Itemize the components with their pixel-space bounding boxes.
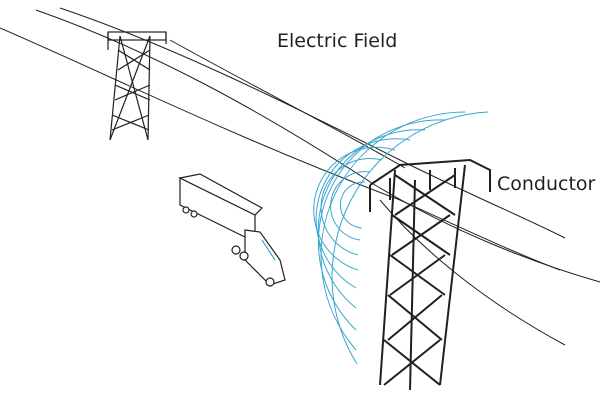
far-tower [107, 31, 167, 141]
field-arc [320, 158, 383, 256]
field-arc [313, 146, 396, 271]
electric-field-arcs [313, 111, 489, 365]
conductor-label: Conductor [497, 173, 596, 195]
conductor-line [379, 199, 566, 346]
field-arc [330, 171, 371, 241]
electric-field-label: Electric Field [277, 30, 398, 52]
conductor-line [35, 9, 601, 283]
near-tower [369, 158, 491, 391]
field-arc [331, 111, 489, 365]
conductor-line [169, 39, 406, 169]
conductor-line [0, 27, 561, 271]
field-arc [320, 111, 466, 351]
field-arc [317, 119, 446, 331]
truck [178, 173, 286, 287]
field-arc [339, 181, 366, 229]
